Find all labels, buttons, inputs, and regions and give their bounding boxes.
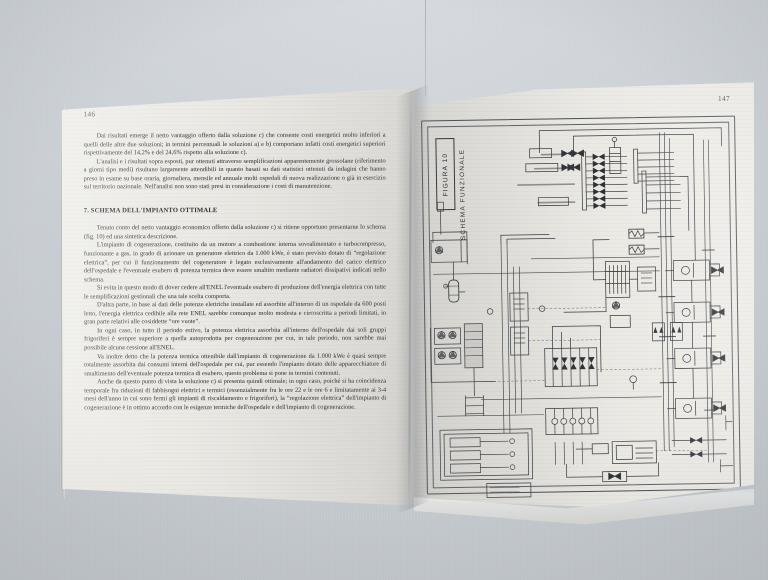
paragraph: D'altra parte, in base ai dati delle pot… [84,300,387,326]
figure-10: FIGURA 10 SCHEMA FUNZIONALE [421,110,745,503]
book-gutter-shadow [396,84,430,514]
paragraph: Dai risultati emerge il netto vantaggio … [83,131,386,157]
paragraph: Va inoltre detto che la potenza termica … [84,352,387,378]
schematic-drawing [421,110,745,503]
left-page-body-text: Dai risultati emerge il netto vantaggio … [84,132,387,413]
right-page: 147 FIGURA 10 SCHEMA FUNZIONALE [414,82,754,507]
paragraph: L'impianto di cogenerazione, costituito … [83,241,386,284]
page-number-right: 147 [718,95,730,103]
section-heading: 7. SCHEMA DELL'IMPIANTO OTTIMALE [83,206,218,215]
paragraph: L'analisi e i risultati sopra esposti, p… [83,157,386,191]
paragraph: Tenuto conto del netto vantaggio economi… [83,223,386,241]
left-page: 146 Dai risultati emerge il netto vantag… [61,88,414,515]
paragraph: Si evita in questo modo di dover cedere … [83,283,386,301]
background-hairline [425,0,426,96]
page-number-left: 146 [83,110,96,119]
paragraph: In ogni caso, in tutto il periodo estivo… [84,326,387,352]
paragraph: Anche da questo punto di vista la soluzi… [84,377,387,412]
